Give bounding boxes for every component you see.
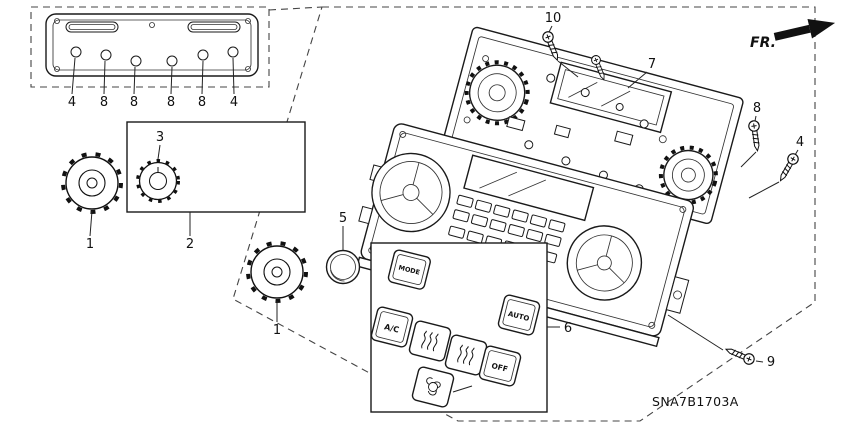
gasket-slot-left xyxy=(65,21,119,33)
leader-8-panel xyxy=(740,151,757,168)
knob-1-lower xyxy=(246,241,308,303)
front-display-window xyxy=(463,154,595,222)
callout-9: 9 xyxy=(767,355,775,370)
fr-direction-arrow: FR. xyxy=(750,19,836,51)
callout-8-gasket-3: 8 xyxy=(167,95,175,110)
gasket-leader-lines xyxy=(71,57,235,95)
ac-button-label: A/C xyxy=(383,322,400,334)
callout-1-lower: 1 xyxy=(273,323,281,338)
callout-1-upper: 1 xyxy=(86,237,94,252)
knob-3-box-group: 3 xyxy=(126,121,306,236)
leader-3 xyxy=(157,144,161,160)
leader-8 xyxy=(754,115,757,122)
gasket-dashed-box xyxy=(30,6,270,88)
callout-8-gasket-4: 8 xyxy=(198,95,206,110)
callout-8-gasket-2: 8 xyxy=(130,95,138,110)
gasket-hole xyxy=(166,55,178,67)
button-off: OFF xyxy=(478,345,522,387)
front-right-dial xyxy=(566,225,643,301)
leader-4-panel xyxy=(748,181,780,199)
leader-10 xyxy=(548,25,553,33)
gasket-hole xyxy=(100,49,112,61)
leader-9-unit xyxy=(667,314,724,351)
rear-left-encoder xyxy=(464,60,530,126)
ring-cap-5 xyxy=(325,226,361,285)
button-defrost-front xyxy=(408,320,452,362)
button-fan xyxy=(411,366,455,408)
fan-button-pointer xyxy=(452,385,473,393)
callout-10: 10 xyxy=(545,11,562,26)
gasket-slot-right xyxy=(187,21,241,33)
button-ac: A/C xyxy=(370,306,414,348)
leader-10-panel xyxy=(557,60,579,78)
screw-4 xyxy=(775,151,801,184)
fr-arrow-shaft xyxy=(773,24,811,41)
fr-arrow-head xyxy=(807,19,836,39)
leader-1-upper xyxy=(89,210,93,237)
diagram-code: SNA7B1703A xyxy=(652,394,739,409)
callout-7: 7 xyxy=(648,57,656,72)
callout-8-gasket-1: 8 xyxy=(100,95,108,110)
rear-display-cutout xyxy=(549,61,673,134)
screw-9 xyxy=(723,343,757,367)
callout-4-gasket-right: 4 xyxy=(230,95,238,110)
callout-2: 2 xyxy=(186,237,194,252)
knob-1-upper xyxy=(61,152,123,214)
callout-5: 5 xyxy=(339,211,347,226)
leader-9 xyxy=(755,360,764,363)
gasket-hole xyxy=(227,46,239,58)
front-left-dial xyxy=(371,152,451,233)
gasket-hole xyxy=(70,46,82,58)
button-mode: MODE xyxy=(387,249,431,290)
gasket-panel-group: 4 8 8 8 8 4 xyxy=(30,6,270,110)
side-bracket xyxy=(665,276,690,314)
leader-7 xyxy=(627,71,648,89)
callout-6: 6 xyxy=(564,321,572,336)
callout-4-bracket: 4 xyxy=(796,135,804,150)
callout-4-gasket-left: 4 xyxy=(68,95,76,110)
gasket-hole xyxy=(197,49,209,61)
callout-8-side: 8 xyxy=(753,101,761,116)
callout-3: 3 xyxy=(156,130,164,145)
button-set-box-group: MODE AUTO A/C OFF xyxy=(370,242,560,413)
button-auto: AUTO xyxy=(497,294,541,336)
assembly-envelope-dashed xyxy=(232,6,816,422)
fr-label: FR. xyxy=(750,35,776,51)
off-button-label: OFF xyxy=(490,361,508,374)
screw-8 xyxy=(747,119,764,153)
gasket-hole xyxy=(130,55,142,67)
